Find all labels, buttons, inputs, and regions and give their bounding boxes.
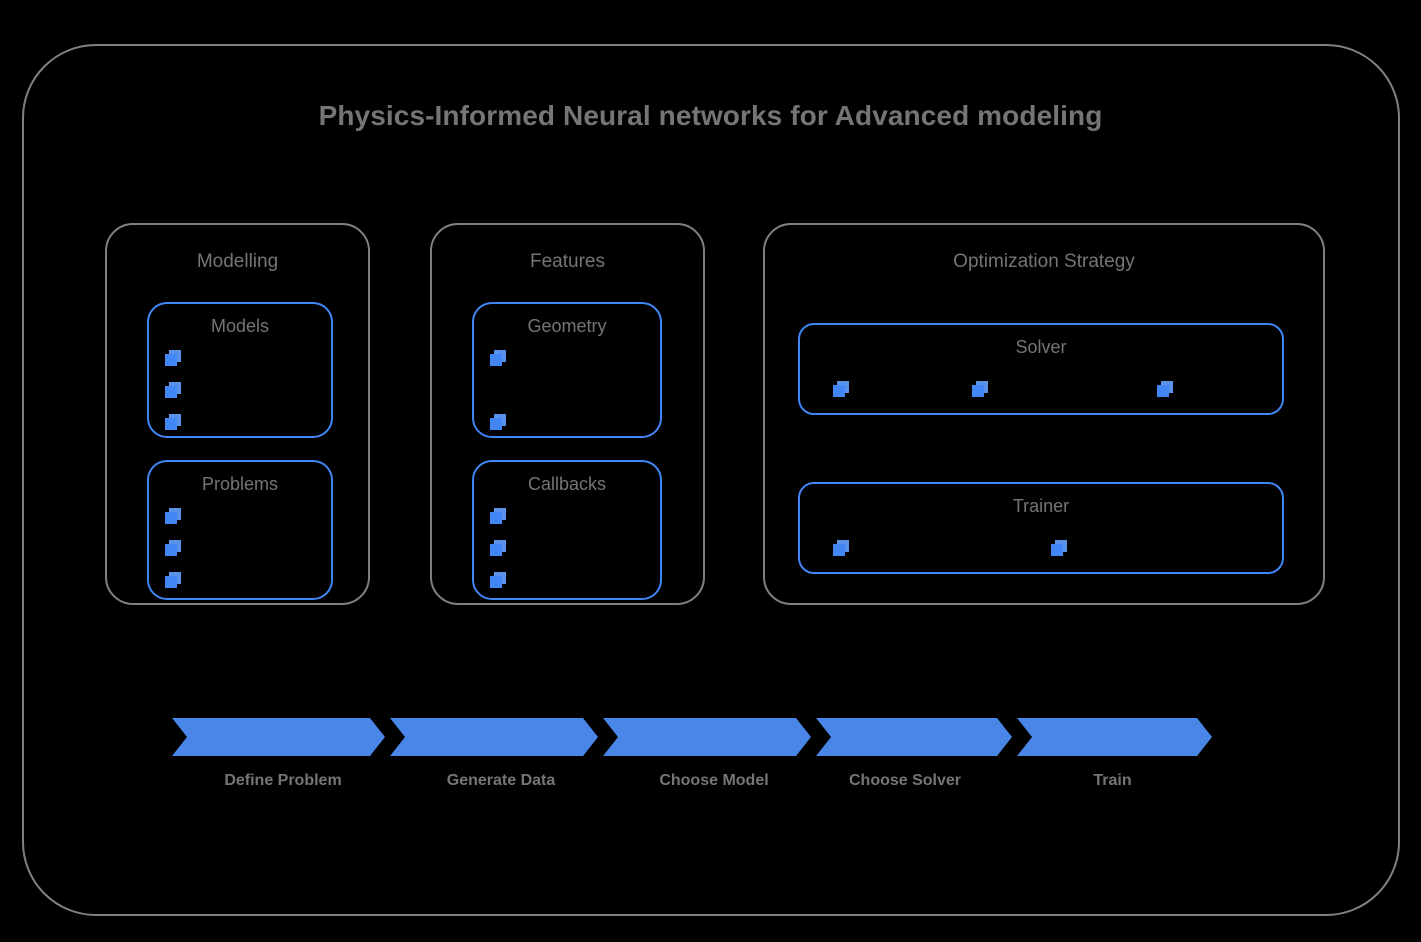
- cube-bullet-icon: [1157, 381, 1173, 397]
- inner-box-title-trainer: Trainer: [1012, 496, 1070, 516]
- cube-bullet-icon: [490, 540, 506, 556]
- page-title: Physics-Informed Neural networks for Adv…: [318, 100, 1103, 131]
- inner-box-title-callbacks: Callbacks: [527, 474, 607, 494]
- flow-step-label-choose-solver: Choose Solver: [848, 772, 962, 789]
- flow-step-label-generate-data: Generate Data: [446, 772, 556, 789]
- flow-step-chevron[interactable]: [816, 718, 1012, 756]
- group-title-optimization-strategy: Optimization Strategy: [953, 251, 1135, 272]
- inner-box-problems[interactable]: Problems: [147, 460, 333, 600]
- group-panel-modelling: Modelling: [105, 223, 370, 605]
- inner-box-callbacks[interactable]: Callbacks: [472, 460, 662, 600]
- flow-step-label-define-problem: Define Problem: [224, 772, 342, 789]
- cube-bullet-icon: [165, 508, 181, 524]
- group-panel-optimization-strategy: Optimization Strategy: [763, 223, 1325, 605]
- flow-step-chevron[interactable]: [1017, 718, 1212, 756]
- cube-bullet-icon: [833, 381, 849, 397]
- inner-box-title-solver: Solver: [1015, 337, 1067, 357]
- cube-bullet-icon: [490, 572, 506, 588]
- flow-step-label-train: Train: [1093, 772, 1132, 789]
- cube-bullet-icon: [490, 414, 506, 430]
- inner-box-title-geometry: Geometry: [527, 316, 607, 336]
- cube-bullet-icon: [165, 382, 181, 398]
- inner-box-title-models: Models: [210, 316, 270, 336]
- workflow-flow-band: [172, 718, 1212, 756]
- cube-bullet-icon: [165, 572, 181, 588]
- cube-bullet-icon: [165, 414, 181, 430]
- flow-step-chevron[interactable]: [390, 718, 598, 756]
- inner-box-models[interactable]: Models: [147, 302, 333, 438]
- flow-step-chevron[interactable]: [172, 718, 385, 756]
- inner-box-geometry[interactable]: Geometry: [472, 302, 662, 438]
- cube-bullet-icon: [972, 381, 988, 397]
- flow-step-chevron[interactable]: [603, 718, 811, 756]
- inner-box-trainer[interactable]: Trainer: [798, 482, 1284, 574]
- cube-bullet-icon: [490, 508, 506, 524]
- cube-bullet-icon: [1051, 540, 1067, 556]
- inner-box-solver[interactable]: Solver: [798, 323, 1284, 415]
- cube-bullet-icon: [165, 350, 181, 366]
- flow-step-label-choose-model: Choose Model: [659, 772, 769, 789]
- cube-bullet-icon: [490, 350, 506, 366]
- cube-bullet-icon: [833, 540, 849, 556]
- group-title-features: Features: [530, 251, 605, 272]
- group-title-modelling: Modelling: [196, 251, 279, 272]
- group-panel-features: Features: [430, 223, 705, 605]
- inner-box-title-problems: Problems: [201, 474, 279, 494]
- diagram-outer-container: [22, 44, 1400, 916]
- cube-bullet-icon: [165, 540, 181, 556]
